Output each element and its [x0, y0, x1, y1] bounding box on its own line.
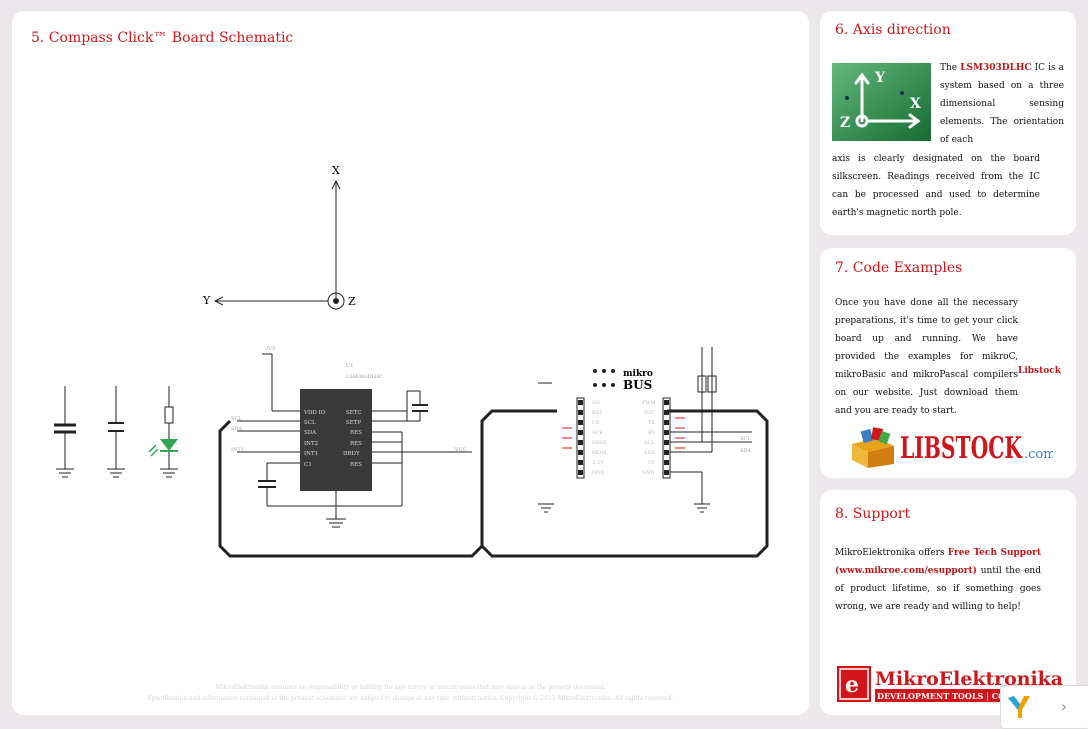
esupport-url-link[interactable]: (www.mikroe.com/esupport)	[835, 566, 977, 576]
code-examples-panel: 7. Code Examples Once you have done all …	[820, 248, 1076, 478]
mb-right-pin-6: SDA	[644, 450, 655, 456]
axis-direction-panel: 6. Axis direction Y X Z The LSM303DLHC I…	[820, 11, 1076, 235]
ic-pin-left-4: INT2	[304, 441, 318, 447]
net-label-scl: SCL	[231, 416, 242, 422]
mikrobus-logo: mikro BUS	[593, 369, 653, 392]
lsm303dlhc-chip	[300, 389, 372, 491]
capacitor-c1	[54, 386, 76, 478]
power-led	[160, 386, 178, 478]
ic-designator: U1	[346, 363, 353, 369]
libstock-logo-text: LIBSTOCK	[900, 431, 1023, 466]
schematic-title: 5. Compass Click™ Board Schematic	[31, 30, 294, 46]
mb-right-pin-1: PWM	[642, 400, 656, 406]
board-silkscreen-photo: Y X Z	[832, 63, 931, 141]
footer-copyright: Specification and information contained …	[147, 695, 674, 702]
ic-part-number: LSM303DLHC	[346, 374, 383, 380]
bus-line-left	[218, 409, 557, 558]
ic-pin-left-3: SDA	[304, 430, 317, 436]
ic-pin-right-6: RES	[350, 462, 362, 468]
bus-line-right	[480, 409, 769, 558]
code-text-after: website. Just download them and you are …	[835, 388, 1018, 416]
net-label-sda-2: SDA	[740, 448, 751, 454]
axis-text-bottom: axis is clearly designated on the board …	[832, 154, 1040, 218]
schematic-drawing: X Y Z	[54, 164, 769, 558]
support-text-post: until the end of product lifetime, so if…	[835, 566, 1041, 612]
mb-right-pin-8: GND	[642, 470, 654, 476]
axis-y-label: Y	[202, 294, 211, 307]
mikrobus-logo-top: mikro	[623, 369, 653, 379]
mb-left-pin-2: RST	[592, 410, 603, 416]
mb-left-pin-8: GND	[592, 470, 604, 476]
free-tech-support-link[interactable]: Free Tech Support	[947, 548, 1041, 558]
axis-text-post: IC is a system based on a three dimensio…	[940, 63, 1064, 145]
mb-right-pin-4: RX	[648, 430, 656, 436]
axis-z-circle	[327, 292, 345, 310]
mb-left-pin-6: MOSI	[592, 450, 607, 456]
net-label-sda: SDA	[231, 426, 242, 432]
mb-left-pin-7: 3.3V	[592, 460, 604, 466]
ic-name-highlight: LSM303DLHC	[960, 63, 1032, 73]
app-logo-icon[interactable]	[1004, 692, 1032, 720]
axis-direction-title: 6. Axis direction	[835, 22, 951, 38]
next-page-button[interactable]: ›	[1060, 696, 1068, 716]
mikrobus-logo-bottom: BUS	[623, 378, 652, 392]
net-label-scl-2: SCL	[740, 436, 751, 442]
pullup-resistor-1	[697, 375, 707, 393]
footer-disclaimer: MikroElektronika assumes no responsibili…	[215, 684, 606, 691]
brand-name: MikroElektronika	[875, 668, 1063, 690]
ic-pin-right-2: SETP	[346, 420, 361, 426]
axis-z-dot	[333, 298, 339, 304]
axis-text-pre: The	[940, 63, 958, 73]
photo-y-label: Y	[874, 70, 886, 86]
code-examples-text: Once you have done all the necessary pre…	[835, 294, 1018, 420]
libstock-logo-suffix: .com	[1024, 447, 1053, 462]
mb-left-pin-4: SCK	[592, 430, 603, 436]
code-examples-title: 7. Code Examples	[835, 260, 963, 276]
photo-x-label: X	[910, 96, 921, 112]
ic-pin-left-1: VDD IO	[303, 410, 326, 416]
pullup-resistor-2	[707, 375, 717, 393]
mb-left-pin-1: AN	[591, 400, 601, 406]
support-title: 8. Support	[835, 506, 911, 522]
photo-z-label: Z	[840, 115, 850, 131]
mb-right-pin-5: SCL	[644, 440, 655, 446]
axis-x-arrow	[331, 179, 341, 190]
mb-right-pin-2: INT	[644, 410, 654, 416]
mb-right-pin-3: TX	[648, 420, 655, 426]
axis-x-label: X	[332, 164, 340, 177]
mb-left-pin-3: CS	[592, 420, 600, 426]
axis-z-label: Z	[348, 295, 356, 308]
net-label-int1: INT1	[231, 447, 244, 453]
ic-pin-right-4: RES	[350, 441, 362, 447]
ic-pin-left-5: INT1	[304, 451, 318, 457]
net-label-vcc: VCC	[454, 447, 466, 453]
libstock-link[interactable]: Libstock	[1018, 366, 1061, 376]
ic-pin-left-2: SCL	[304, 420, 316, 426]
support-text-pre: MikroElektronika offers	[835, 548, 945, 558]
mikrobus-left-header	[576, 397, 585, 479]
mikrobus-right-header	[662, 397, 671, 479]
mb-right-pin-7: 5V	[648, 460, 655, 466]
ic-pin-right-1: SETC	[346, 410, 362, 416]
net-label-3v3: 3V3	[265, 346, 275, 352]
axis-y-arrow	[213, 296, 224, 306]
svg-text:e: e	[845, 672, 859, 698]
ic-pin-right-3: RES	[350, 430, 362, 436]
brand-tagline: DEVELOPMENT TOOLS | CO	[877, 691, 1005, 701]
capacitor-c2	[107, 386, 125, 478]
led-symbol	[160, 439, 178, 451]
libstock-logo[interactable]: LIBSTOCK .com	[848, 424, 1053, 468]
ic-pin-right-5: DRDY	[343, 451, 360, 457]
axis-text-top: The LSM303DLHC IC is a system based on a…	[940, 59, 1064, 149]
mb-left-pin-5: MISO	[592, 440, 607, 446]
support-text: MikroElektronika offers Free Tech Suppor…	[835, 544, 1041, 616]
ic-pin-left-6: C1	[304, 462, 312, 468]
schematic-panel: 5. Compass Click™ Board Schematic X Y Z	[12, 11, 809, 715]
code-text-main: Once you have done all the necessary pre…	[835, 298, 1018, 398]
